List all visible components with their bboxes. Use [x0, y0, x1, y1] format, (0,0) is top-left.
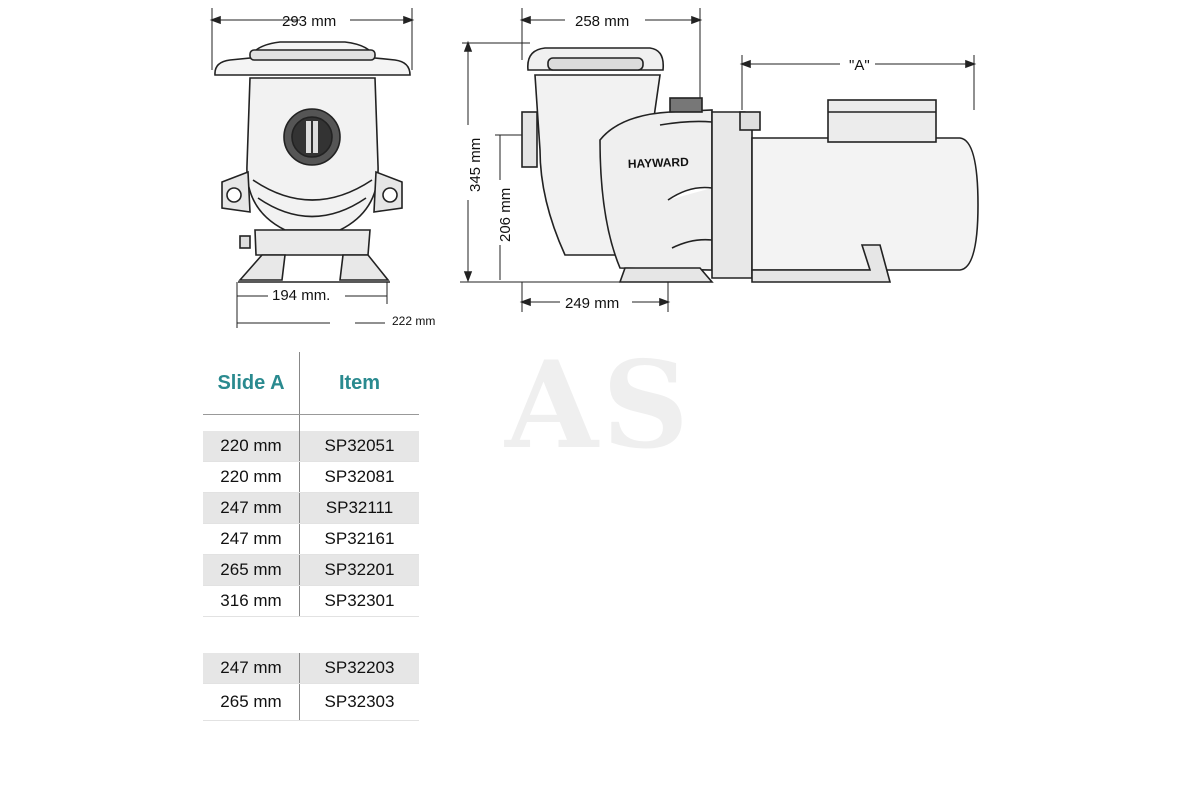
header-slide: Slide A: [203, 352, 300, 414]
front-view: [209, 8, 415, 328]
table-row: 220 mm SP32081: [203, 462, 419, 493]
slide-item-table: Slide A Item 220 mm SP32051 220 mm SP320…: [203, 352, 419, 721]
dim-base-length: 249 mm: [565, 295, 619, 312]
dim-base-inner: 194 mm.: [272, 287, 330, 304]
dim-base-outer: 222 mm: [392, 314, 435, 328]
table-header: Slide A Item: [203, 352, 419, 415]
dim-total-height: 345 mm: [467, 138, 484, 192]
side-view: [460, 8, 979, 312]
pump-dimension-drawing: 293 mm 194 mm. 222 mm: [209, 8, 979, 328]
brand-label: HAYWARD: [628, 155, 690, 171]
table-row: 247 mm SP32161: [203, 524, 419, 555]
table-row: 220 mm SP32051: [203, 431, 419, 462]
table-row: 247 mm SP32111: [203, 493, 419, 524]
table-row: 265 mm SP32201: [203, 555, 419, 586]
dim-inlet-height: 206 mm: [497, 188, 514, 242]
watermark: AS: [505, 335, 693, 476]
table-group-gap: [203, 617, 419, 653]
dim-side-width: 258 mm: [575, 13, 629, 30]
table-row: 265 mm SP32303: [203, 684, 419, 721]
table-row: 247 mm SP32203: [203, 653, 419, 684]
table-row: 316 mm SP32301: [203, 586, 419, 617]
header-item: Item: [338, 371, 381, 394]
dim-motor-length: "A": [849, 57, 870, 74]
dim-front-width: 293 mm: [282, 13, 336, 30]
